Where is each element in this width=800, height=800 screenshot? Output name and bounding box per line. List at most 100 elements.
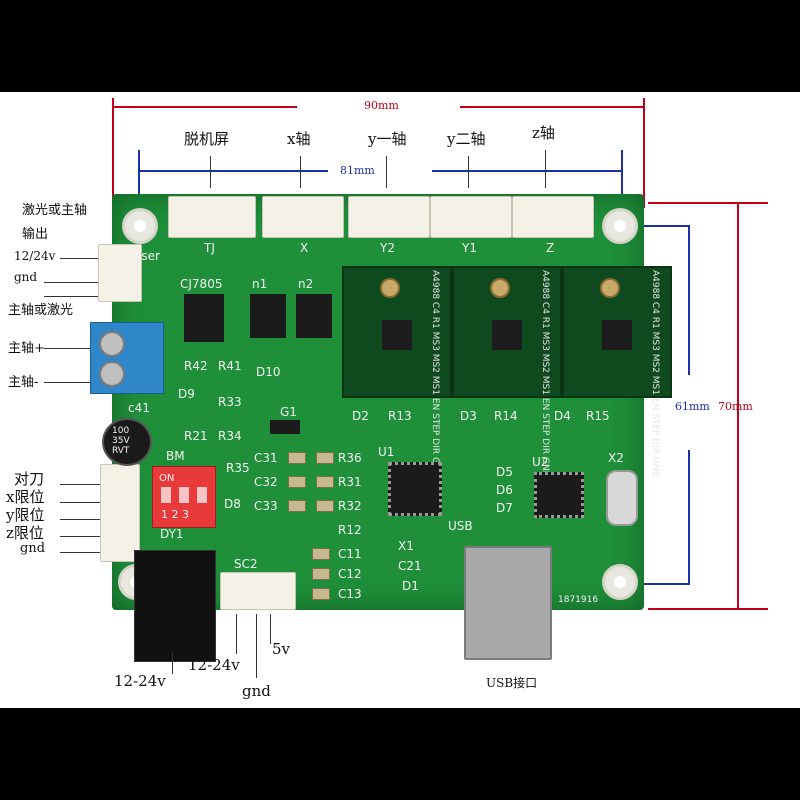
label-z-axis: z轴 [532,124,555,142]
silk-y2: Y2 [380,241,395,255]
mcu-u1 [388,462,442,516]
regulator-cj7805 [184,294,224,342]
silk-y1: Y1 [462,241,477,255]
driver-1-chip [382,320,412,350]
mosfet-n2 [296,294,332,338]
driver-1-text: A4988 C4 R1 MS3 MS2 MS1 EN STEP DIR GND [430,270,440,478]
silk-d1: D1 [402,579,419,593]
pcb-board: TJ X Y2 Y1 Z aser X0 DY1 CJ7805 n1 n2 R4… [90,194,672,662]
screw-bottom [99,361,125,387]
crystal-x2 [606,470,638,526]
product-photo: 90mm 81mm 70mm 61mm 脱机屏 x轴 y一轴 y二轴 z轴 激光… [0,92,800,708]
silk-g1: G1 [280,405,297,419]
silk-laser: aser [134,249,160,263]
mosfet-n1 [250,294,286,338]
connector-sc2 [220,572,296,610]
leader-spindle-minus [44,382,96,383]
dim-line-70mm [737,202,739,610]
leader-offline [210,156,211,188]
connector-limits [100,464,140,562]
label-spindle-minus: 主轴- [8,375,39,390]
silk-r12: R12 [338,523,362,537]
chip-g1 [270,420,300,434]
silk-r35: R35 [226,461,250,475]
silk-d7: D7 [496,501,513,515]
silk-c11: C11 [338,547,362,561]
label-y2-axis: y二轴 [447,130,486,148]
silk-c13: C13 [338,587,362,601]
dip-switch[interactable]: ON 1 2 3 [152,466,216,528]
silk-r34: R34 [218,429,242,443]
dim-61mm: 61mm [675,400,710,413]
leader-12-24v [60,258,98,259]
dip-toggle-1[interactable] [161,487,171,503]
label-sc2-v: 12-24v [188,656,240,674]
label-dc-in: 12-24v [114,672,166,690]
smd-r32 [316,500,334,512]
stepper-driver-1: A4988 C4 R1 MS3 MS2 MS1 EN STEP DIR GND [342,266,452,478]
silk-z: Z [546,241,555,255]
silk-c41: c41 [128,401,150,415]
dim-90mm: 90mm [364,99,399,112]
driver-2-potentiometer[interactable] [490,278,510,298]
leader-sc2-5v [270,614,271,644]
leader-y2 [468,156,469,188]
leader-x [300,156,301,188]
leader-sc2-gnd [256,614,257,678]
smd-c13 [312,588,330,600]
leader-z [545,150,546,188]
smd-c12 [312,568,330,580]
dim-line-81mm-right [432,170,622,172]
silk-usb: USB [448,519,473,533]
silk-c31: C31 [254,451,278,465]
leader-sc2-v [236,614,237,654]
dim-line-61mm-upper [688,225,690,375]
dip-toggle-2[interactable] [179,487,189,503]
label-x-axis: x轴 [287,130,311,148]
silk-r14: R14 [494,409,518,423]
dim-tick-81mm-left [138,150,140,220]
stepper-driver-3: A4988 C4 R1 MS3 MS2 MS1 EN STEP DIR GND [562,266,672,478]
silk-r13: R13 [388,409,412,423]
silk-n1: n1 [252,277,268,291]
silk-d3: D3 [460,409,477,423]
driver-3-potentiometer[interactable] [600,278,620,298]
electrolytic-capacitor: 100 35V RVT [102,418,152,466]
leader-y-limit [60,519,106,520]
driver-2-chip [492,320,522,350]
driver-1-potentiometer[interactable] [380,278,400,298]
leader-tool-set [60,484,106,485]
silk-d10: D10 [256,365,281,379]
smd-r31 [316,476,334,488]
mount-hole-br [602,564,638,600]
label-12-24v: 12/24v [14,249,56,263]
connector-y1 [430,196,512,238]
dip-toggle-3[interactable] [197,487,207,503]
silk-x1: X1 [398,539,414,553]
silk-d8: D8 [224,497,241,511]
terminal-block-spindle [90,322,164,394]
connector-laser-output [98,244,142,302]
silk-sc2: SC2 [234,557,258,571]
leader-gnd-limit [60,552,106,553]
smd-c11 [312,548,330,560]
leader-z-limit [60,536,106,537]
dim-line-90mm-left [112,106,297,108]
leader-dc-in [172,652,173,674]
leader-spindle-plus [44,348,96,349]
silk-r33: R33 [218,395,242,409]
driver-2-text: A4988 C4 R1 MS3 MS2 MS1 EN STEP DIR GND [540,270,550,478]
label-z-limit: z限位 [6,524,44,542]
leader-gnd-top [44,282,98,283]
silk-c21: C21 [398,559,422,573]
silk-r42: R42 [184,359,208,373]
smd-c32 [288,476,306,488]
leader-spindle-laser [44,296,98,297]
smd-c31 [288,452,306,464]
label-tool-set: 对刀 [14,470,45,488]
dim-tick-90mm-right [643,98,645,208]
dip-on-label: ON [159,473,175,484]
silk-c32: C32 [254,475,278,489]
usb-b-port[interactable] [464,546,552,660]
label-y1-axis: y一轴 [368,130,407,148]
